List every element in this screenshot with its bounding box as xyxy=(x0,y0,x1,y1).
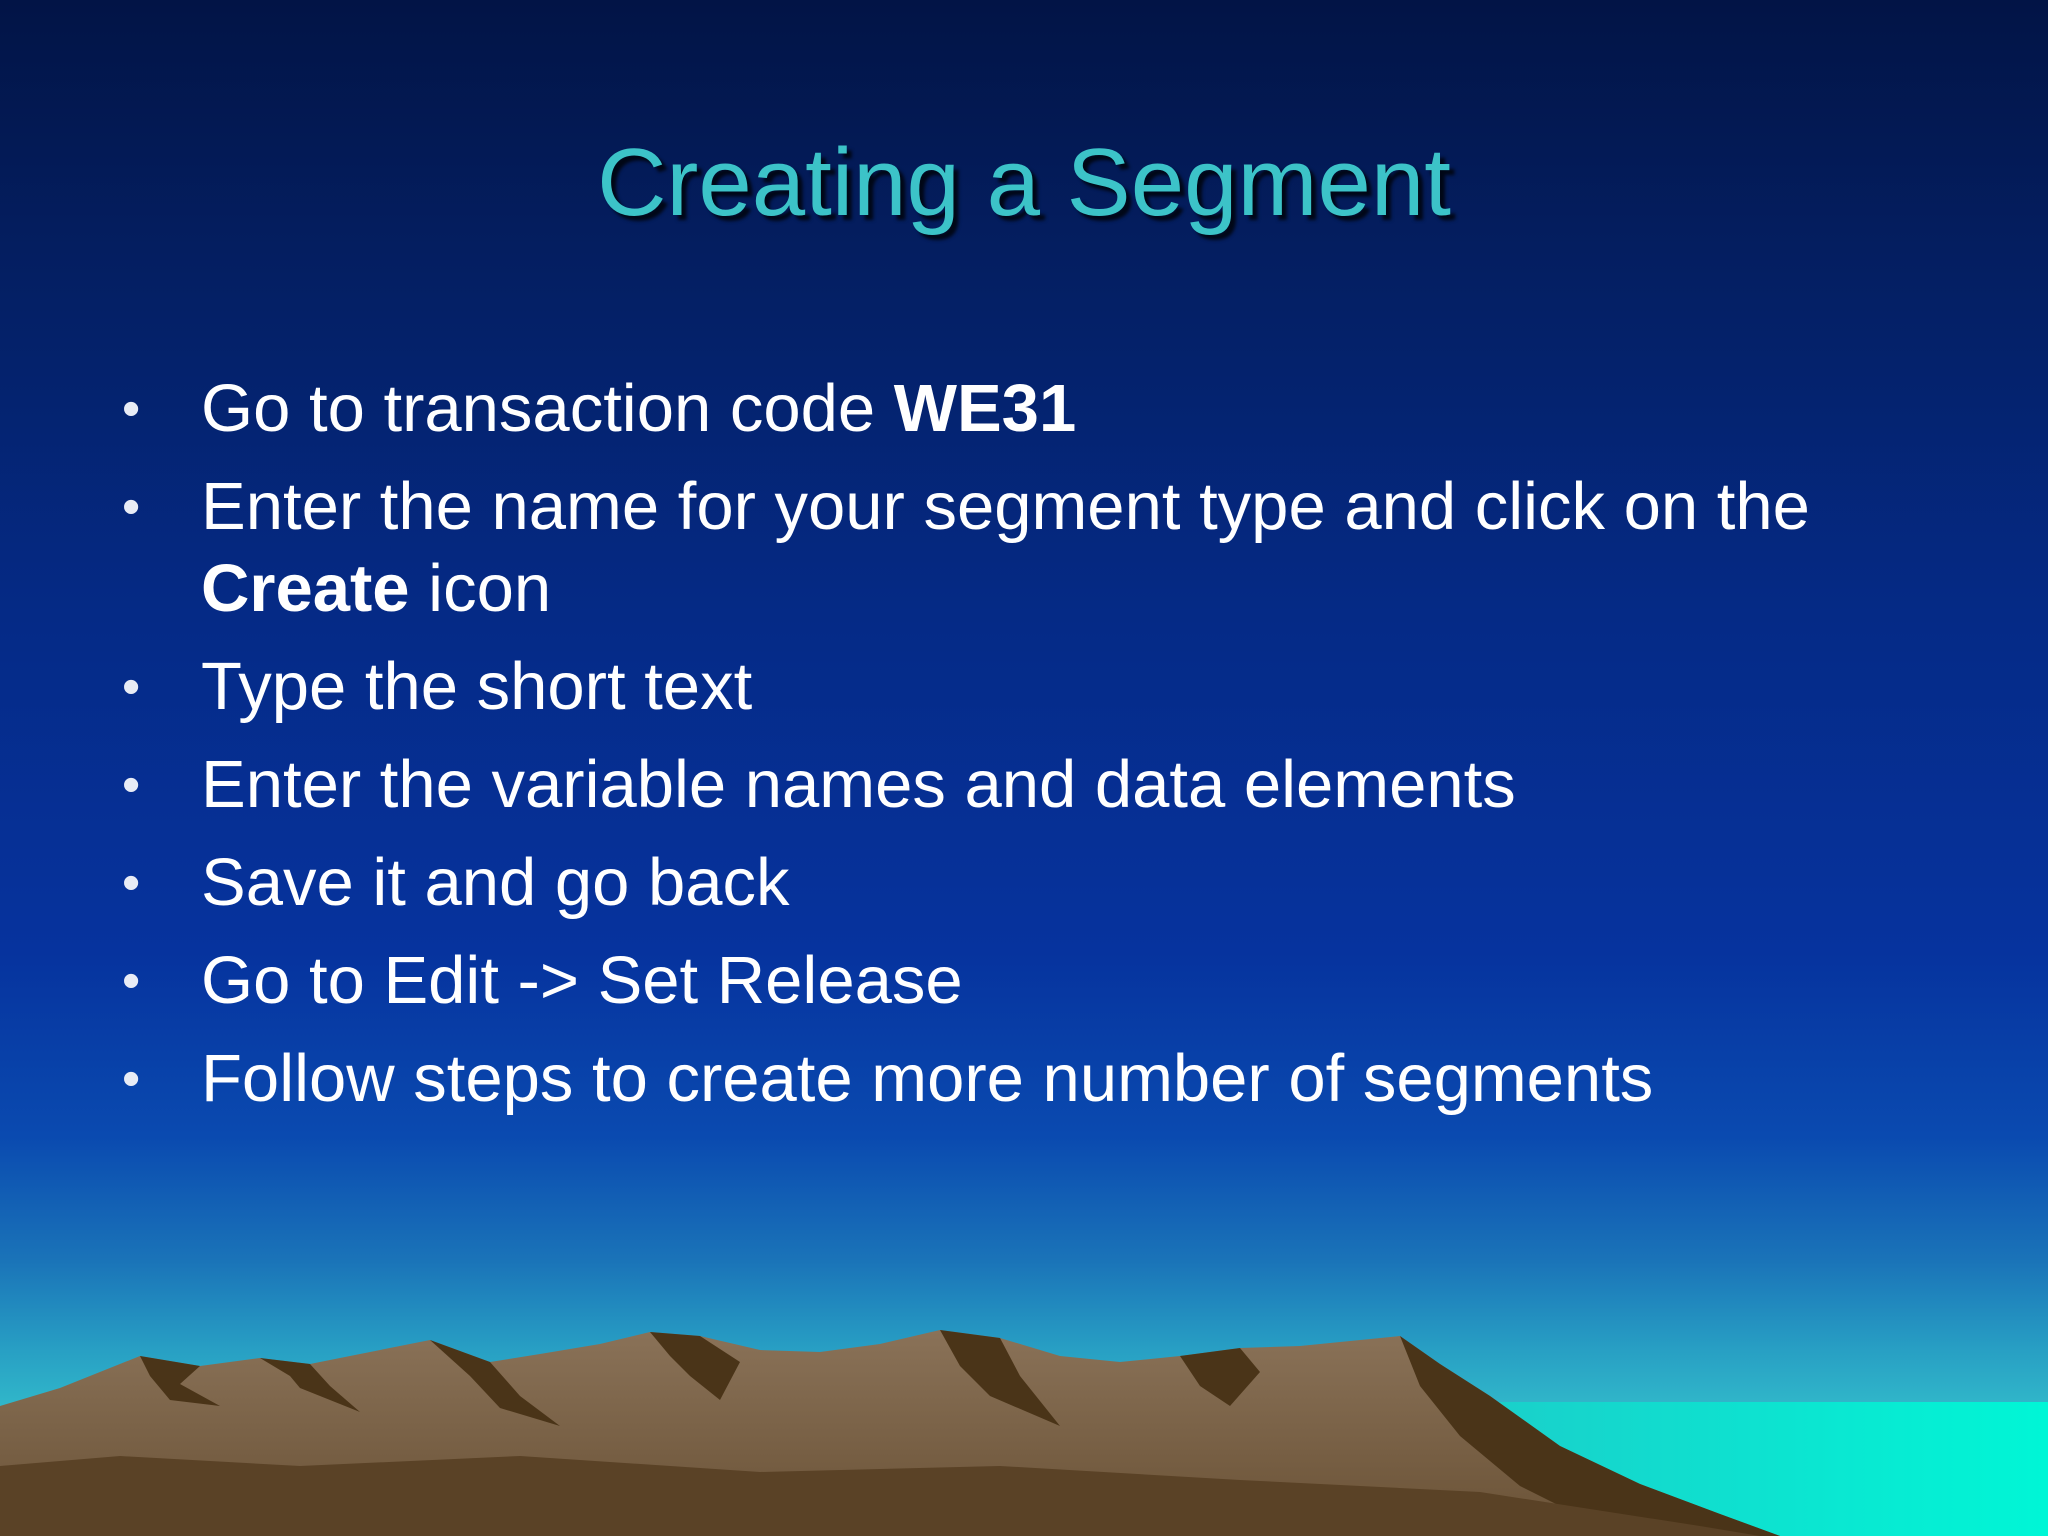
bullet-item: • Save it and go back xyxy=(0,842,2048,924)
bullet-dot-icon: • xyxy=(122,658,141,716)
mountain-shadow xyxy=(430,1340,560,1426)
bullet-text: Type the short text xyxy=(201,649,753,724)
slide-title: Creating a Segment xyxy=(597,129,1451,236)
mountain-landscape-illustration xyxy=(0,1330,2048,1536)
bullet-dot-icon: • xyxy=(122,756,141,814)
bullet-text: Go to Edit -> Set Release xyxy=(201,943,963,1018)
bullet-text: Go to transaction code xyxy=(201,371,894,446)
bullet-dot-icon: • xyxy=(122,380,141,438)
bullet-text: Follow steps to create more number of se… xyxy=(201,1041,1654,1116)
bullet-item: • Go to transaction code WE31 xyxy=(0,368,2048,450)
bullet-item: • Type the short text xyxy=(0,646,2048,728)
bullet-dot-icon: • xyxy=(122,478,141,536)
bullet-text: Enter the name for your segment type and… xyxy=(201,469,1810,544)
bullet-dot-icon: • xyxy=(122,952,141,1010)
mountain-shadow xyxy=(1400,1336,1780,1536)
mountain-shadow xyxy=(940,1330,1060,1426)
bullet-item: • Enter the name for your segment type an… xyxy=(0,466,2048,630)
mountain-foreground xyxy=(0,1456,1760,1536)
bullet-list: • Go to transaction code WE31 • Enter the … xyxy=(0,368,2048,1136)
bullet-item: • Follow steps to create more number of s… xyxy=(0,1038,2048,1120)
bullet-item: • Go to Edit -> Set Release xyxy=(0,940,2048,1022)
bullet-text: Enter the variable names and data elemen… xyxy=(201,747,1516,822)
bullet-dot-icon: • xyxy=(122,854,141,912)
mountain-shadow xyxy=(140,1356,220,1406)
mountain-shadow xyxy=(1180,1348,1260,1406)
bullet-text: Save it and go back xyxy=(201,845,790,920)
mountain-shadow xyxy=(260,1358,360,1412)
bullet-item: • Enter the variable names and data eleme… xyxy=(0,744,2048,826)
bullet-bold-text: Create xyxy=(201,551,410,626)
mountain-shadow xyxy=(650,1332,740,1400)
bullet-dot-icon: • xyxy=(122,1050,141,1108)
bullet-bold-text: WE31 xyxy=(893,371,1077,446)
bullet-text-tail: icon xyxy=(409,551,552,626)
